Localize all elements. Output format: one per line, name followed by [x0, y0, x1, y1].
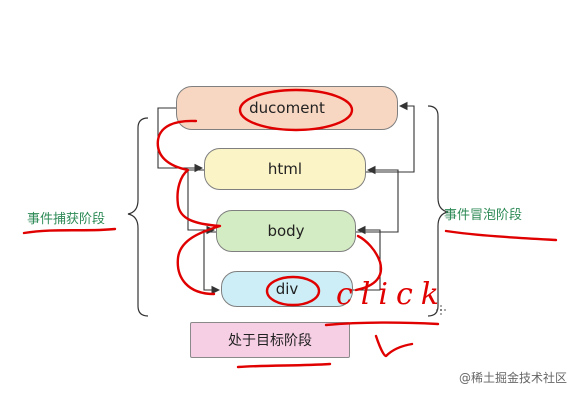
annotation-circle-div — [265, 275, 321, 307]
cursor-mark — [436, 305, 446, 315]
capture-brace — [127, 117, 149, 317]
body-node-label: body — [267, 222, 305, 240]
bubble-phase-label: 事件冒泡阶段 — [444, 208, 523, 223]
target-phase-box: 处于目标阶段 — [190, 322, 350, 358]
document-node-label: ducoment — [249, 99, 325, 117]
bubble-arrow-html-document — [366, 101, 415, 173]
document-node: ducoment — [176, 86, 398, 130]
annotation-click-text: click — [336, 277, 447, 312]
html-node-label: html — [267, 160, 303, 178]
html-node: html — [204, 148, 366, 190]
body-node: body — [216, 210, 356, 252]
capture-phase-label: 事件捕获阶段 — [27, 212, 106, 227]
div-node-label: div — [275, 280, 299, 298]
annotation-check-mark — [374, 334, 414, 358]
annotation-capture-squiggle — [156, 119, 222, 296]
annotation-underline-target — [236, 362, 332, 369]
annotation-bubble-squiggle — [354, 234, 383, 292]
annotation-underline-capture — [22, 227, 117, 235]
target-phase-label: 处于目标阶段 — [228, 333, 312, 349]
annotation-circle-document — [238, 88, 354, 132]
annotation-underline-click — [324, 321, 440, 327]
annotation-underline-bubble — [444, 229, 558, 242]
bubble-arrow-body-html — [356, 165, 399, 233]
capture-arrow-html-body — [187, 169, 216, 235]
watermark: @稀土掘金技术社区 — [458, 371, 567, 385]
capture-arrow-body-div — [203, 231, 221, 295]
